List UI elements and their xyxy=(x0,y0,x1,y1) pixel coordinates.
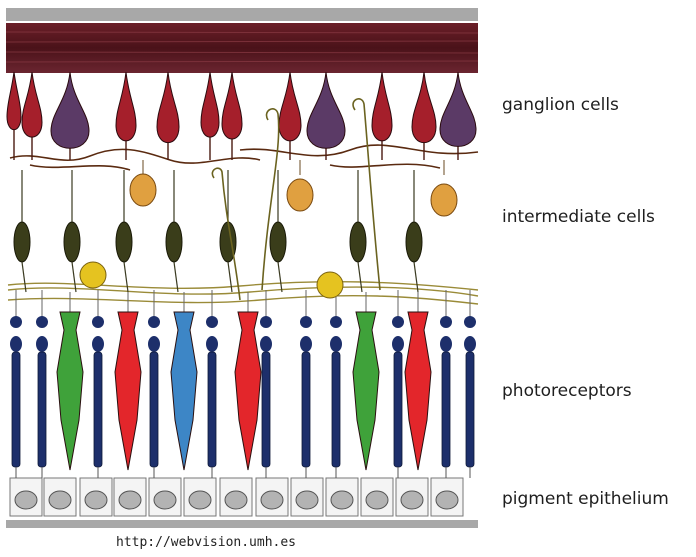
rod-outer-segment xyxy=(466,352,474,467)
ganglion-cell xyxy=(22,72,42,137)
horizontal-fiber xyxy=(8,287,478,296)
bipolar-cell xyxy=(406,222,422,262)
rod-nucleus xyxy=(10,336,22,352)
amacrine-cell xyxy=(287,179,313,211)
pigment-nucleus xyxy=(401,491,423,509)
rod-outer-segment xyxy=(302,352,310,467)
horizontal-fiber xyxy=(8,296,478,304)
cone-green xyxy=(353,312,379,470)
pigment-nucleus xyxy=(225,491,247,509)
pigment-nucleus xyxy=(85,491,107,509)
bipolar-cell xyxy=(350,222,366,262)
pigment-nucleus xyxy=(154,491,176,509)
rod-outer-segment xyxy=(332,352,340,467)
source-url: http://webvision.umh.es xyxy=(116,535,296,550)
rod-terminal xyxy=(464,316,476,328)
ganglion-dendrite xyxy=(30,165,130,170)
rod-terminal xyxy=(392,316,404,328)
rod-nucleus xyxy=(148,336,160,352)
nerve-fiber-layer xyxy=(6,23,478,73)
pigment-nucleus xyxy=(436,491,458,509)
rod-nucleus xyxy=(260,336,272,352)
pigment-nucleus xyxy=(15,491,37,509)
rod-outer-segment xyxy=(394,352,402,467)
bipolar-axon xyxy=(72,262,76,292)
rod-terminal xyxy=(36,316,48,328)
bipolar-cell xyxy=(64,222,80,262)
rod-terminal xyxy=(260,316,272,328)
ganglion-cell xyxy=(412,72,436,143)
bipolar-cell xyxy=(14,222,30,262)
rod-terminal xyxy=(330,316,342,328)
amacrine-cell xyxy=(431,184,457,216)
cone-green xyxy=(57,312,83,470)
large-ganglion-cell xyxy=(307,72,345,148)
rod-nucleus xyxy=(464,336,476,352)
cone-red xyxy=(405,312,431,470)
rod-nucleus xyxy=(36,336,48,352)
ganglion-dendrite xyxy=(240,145,478,156)
rod-outer-segment xyxy=(12,352,20,467)
cone-red xyxy=(115,312,141,470)
bipolar-cell xyxy=(166,222,182,262)
rod-nucleus xyxy=(206,336,218,352)
rod-nucleus xyxy=(440,336,452,352)
rod-terminal xyxy=(300,316,312,328)
label-photoreceptors: photoreceptors xyxy=(502,381,632,401)
pigment-nucleus xyxy=(261,491,283,509)
pigment-nucleus xyxy=(296,491,318,509)
pigment-nucleus xyxy=(366,491,388,509)
bipolar-axon xyxy=(174,262,178,292)
bottom-border xyxy=(6,520,478,528)
bipolar-cell xyxy=(116,222,132,262)
cone-blue xyxy=(171,312,197,470)
pigment-nucleus xyxy=(119,491,141,509)
ganglion-cell xyxy=(116,72,136,141)
pigment-nucleus xyxy=(189,491,211,509)
rod-outer-segment xyxy=(442,352,450,467)
ganglion-cell xyxy=(279,72,301,141)
rod-nucleus xyxy=(92,336,104,352)
bipolar-axon xyxy=(22,262,26,292)
rod-outer-segment xyxy=(208,352,216,467)
ganglion-cell xyxy=(222,72,242,139)
pigment-nucleus xyxy=(331,491,353,509)
ganglion-cell xyxy=(201,72,219,137)
glial-fiber xyxy=(262,109,279,290)
cone-red xyxy=(235,312,261,470)
label-ganglion-cells: ganglion cells xyxy=(502,95,619,115)
rod-outer-segment xyxy=(262,352,270,467)
rod-nucleus xyxy=(300,336,312,352)
horizontal-cell xyxy=(317,272,343,298)
rod-terminal xyxy=(206,316,218,328)
ganglion-cell xyxy=(372,72,392,141)
ganglion-dendrite xyxy=(10,149,260,163)
large-ganglion-cell xyxy=(51,72,89,148)
rod-terminal xyxy=(440,316,452,328)
large-ganglion-cell xyxy=(440,72,476,146)
pigment-nucleus xyxy=(49,491,71,509)
rod-outer-segment xyxy=(38,352,46,467)
rod-terminal xyxy=(10,316,22,328)
rod-outer-segment xyxy=(94,352,102,467)
ganglion-cell xyxy=(157,72,179,143)
label-pigment-epithelium: pigment epithelium xyxy=(502,489,669,509)
amacrine-cell xyxy=(130,174,156,206)
rod-terminal xyxy=(148,316,160,328)
bipolar-axon xyxy=(278,262,282,292)
retina-cells xyxy=(7,72,478,516)
top-border xyxy=(6,8,478,21)
label-intermediate-cells: intermediate cells xyxy=(502,207,655,227)
rod-nucleus xyxy=(330,336,342,352)
rod-outer-segment xyxy=(150,352,158,467)
bipolar-cell xyxy=(270,222,286,262)
bipolar-axon xyxy=(124,262,128,292)
bipolar-axon xyxy=(414,262,418,292)
ganglion-dendrite xyxy=(330,164,440,168)
rod-terminal xyxy=(92,316,104,328)
rod-nucleus xyxy=(392,336,404,352)
ganglion-cell xyxy=(7,72,21,130)
horizontal-cell xyxy=(80,262,106,288)
